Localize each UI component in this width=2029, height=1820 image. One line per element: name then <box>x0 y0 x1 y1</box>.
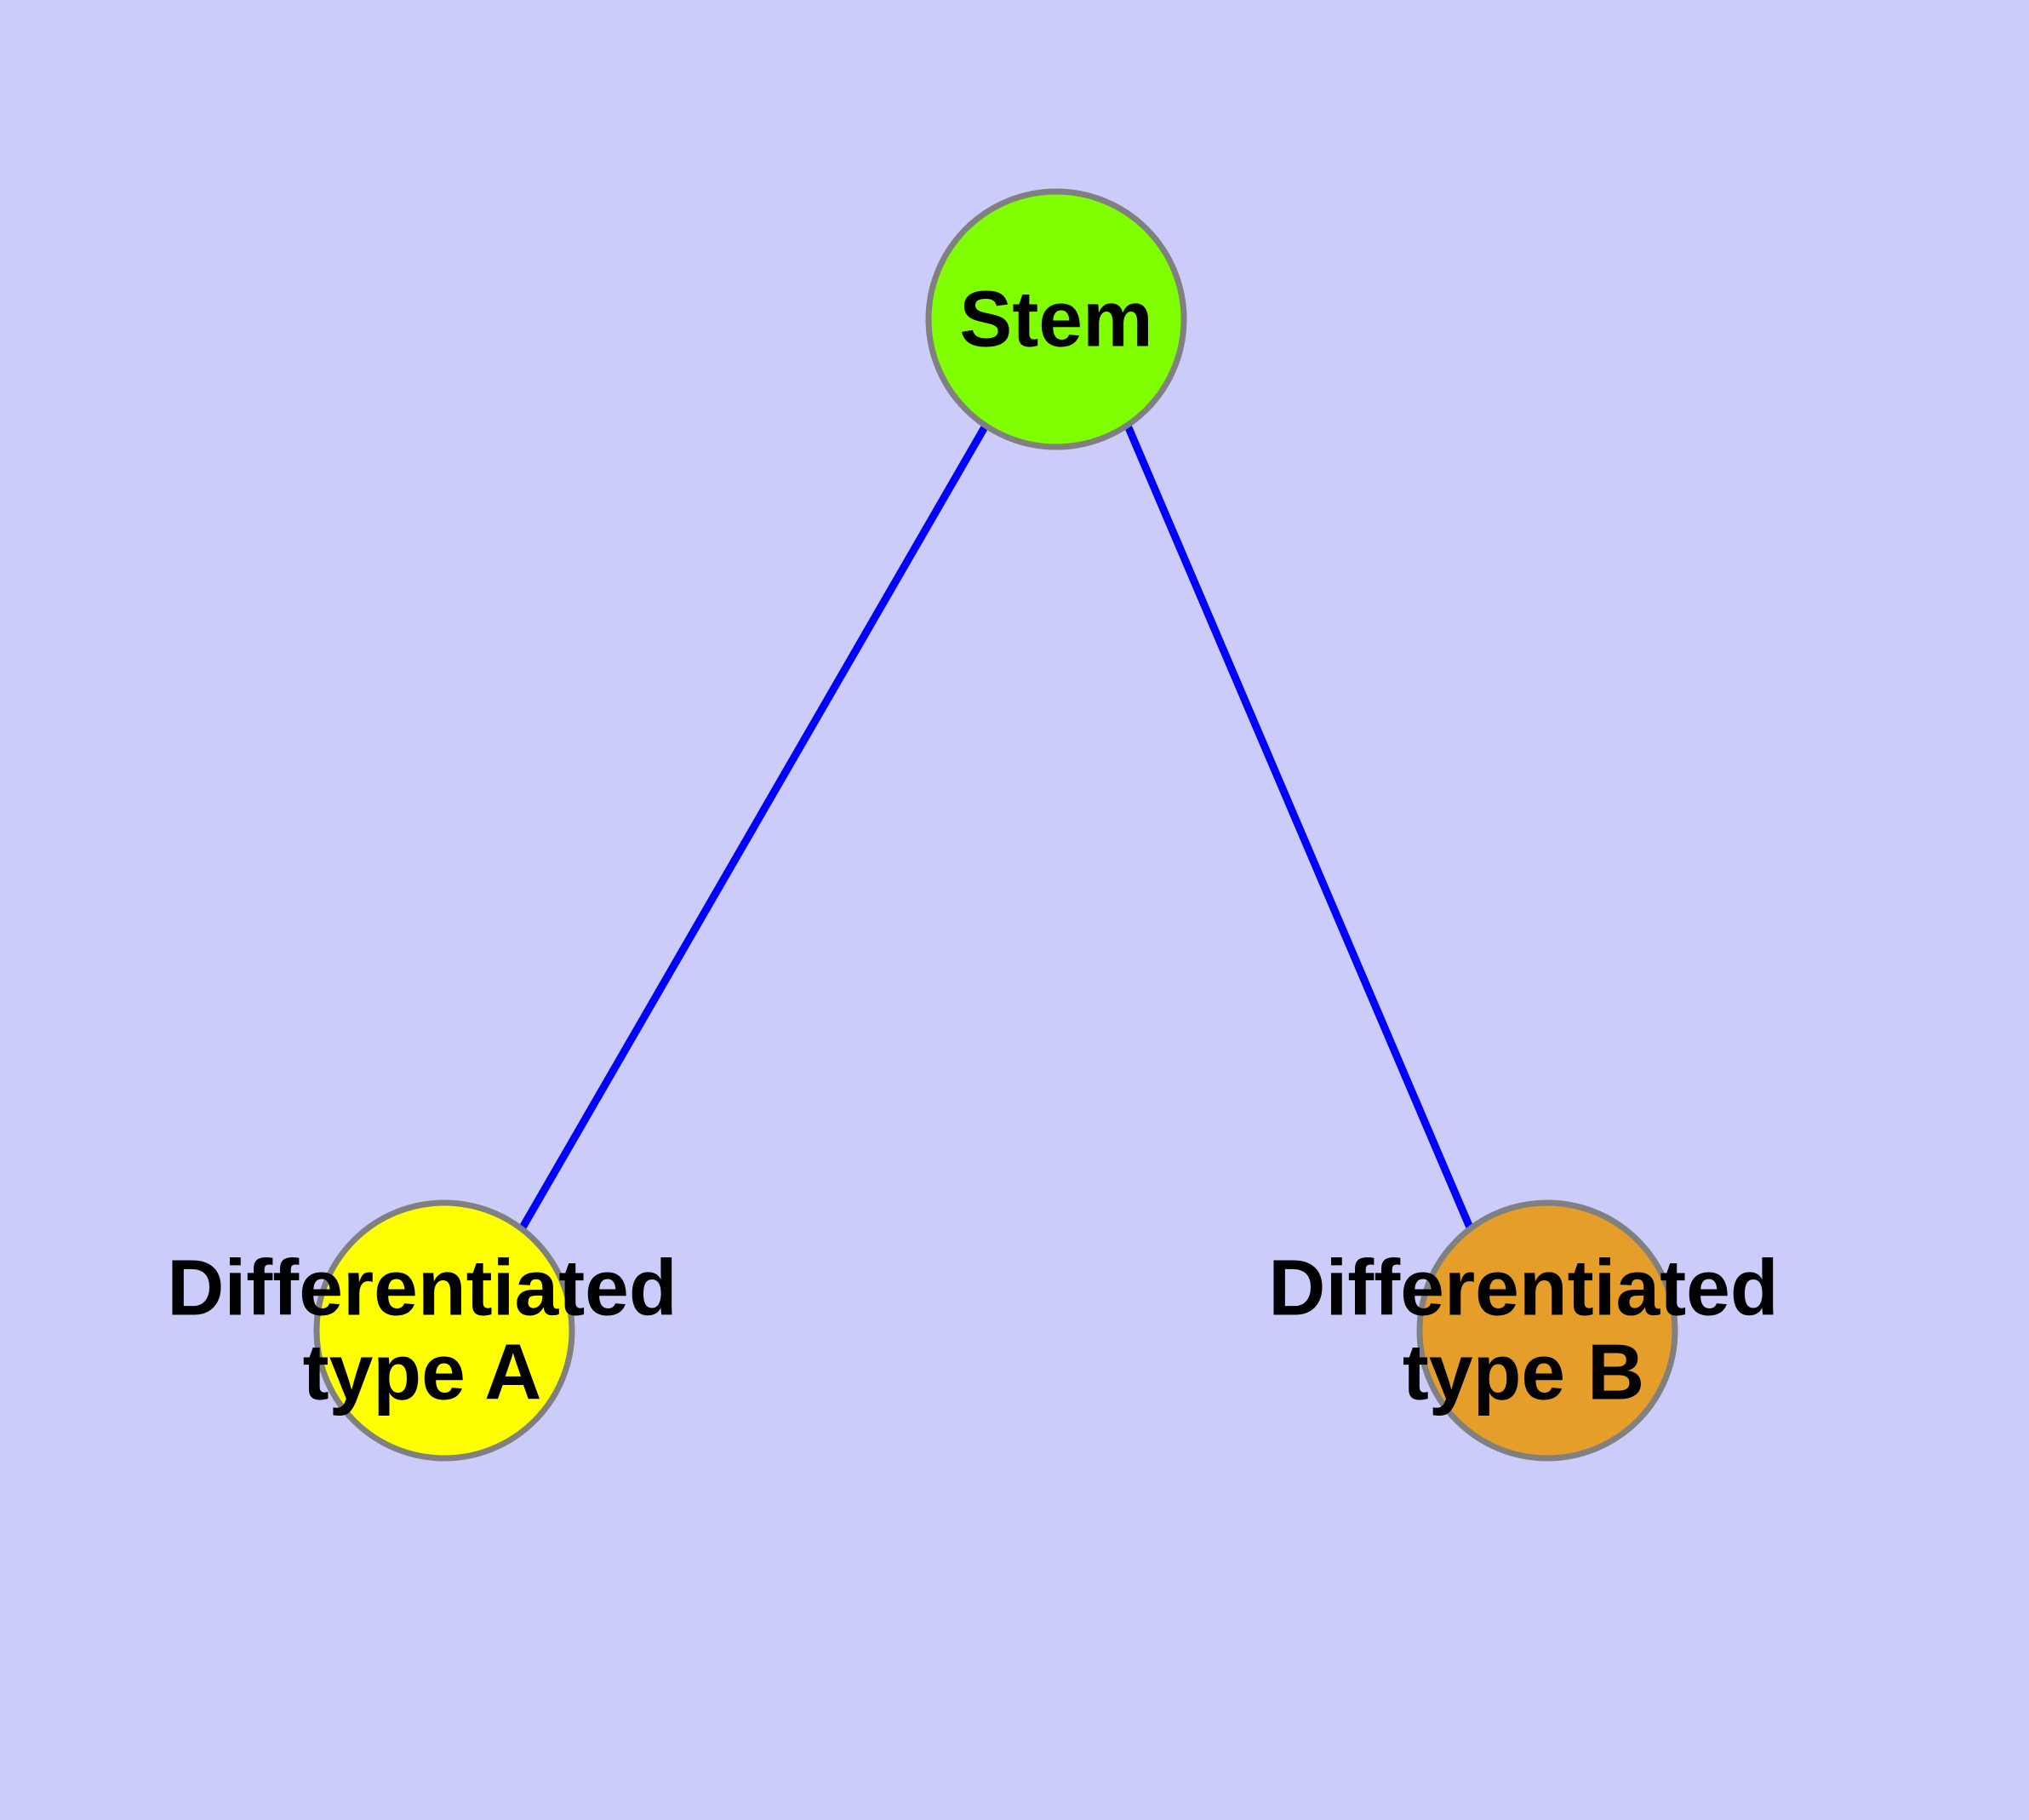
edge-stem-to-diff-b[interactable] <box>1123 424 1474 1229</box>
edge-layer <box>519 423 1474 1230</box>
node-circle-stem[interactable] <box>925 188 1187 450</box>
node-circle-diff-a[interactable] <box>313 1199 575 1462</box>
node-circle-diff-b[interactable] <box>1416 1199 1678 1462</box>
node-layer <box>313 188 1678 1462</box>
edge-stem-to-diff-a[interactable] <box>519 423 989 1230</box>
